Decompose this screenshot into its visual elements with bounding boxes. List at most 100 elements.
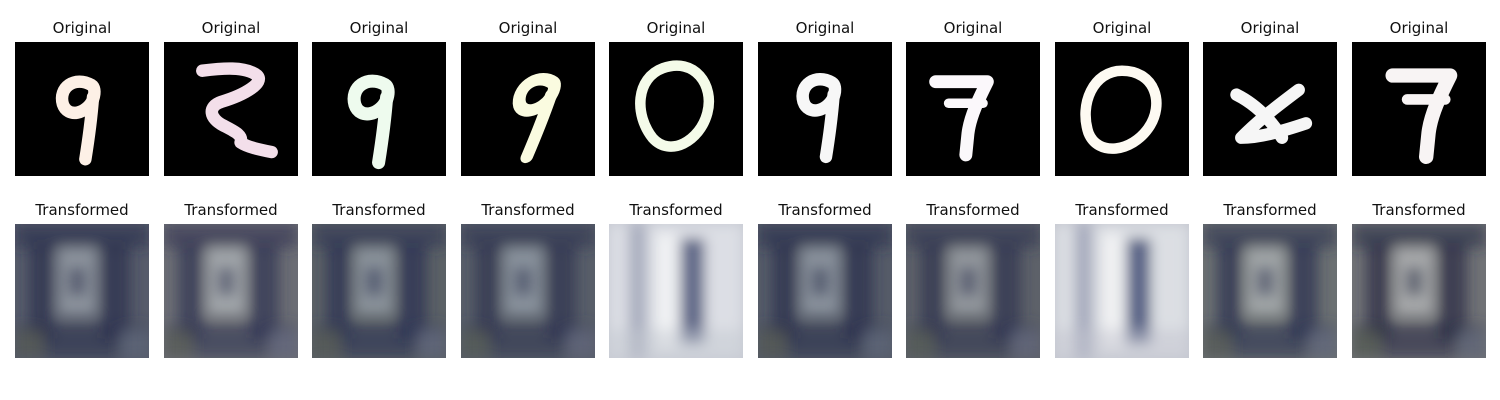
texture-patch: [1404, 267, 1424, 296]
panel-background: [164, 42, 298, 176]
digit-stroke: [796, 73, 842, 117]
panel-background: [1055, 42, 1189, 176]
digit-glyph: [1080, 65, 1162, 154]
original-image: [312, 42, 446, 176]
texture-patch: [101, 243, 130, 339]
texture-patch: [906, 329, 935, 358]
digit-stroke: [372, 90, 394, 170]
texture-patch: [475, 243, 500, 339]
original-image: [1203, 42, 1337, 176]
transformed-panel-title: Transformed: [629, 201, 723, 219]
transformed-panel-title: Transformed: [1223, 201, 1317, 219]
texture-patch: [844, 243, 873, 339]
digit-stroke: [1235, 83, 1313, 144]
digit-glyph: [796, 73, 842, 164]
transformed-panel-title: Transformed: [332, 201, 426, 219]
texture-patch: [566, 329, 595, 358]
texture-patch: [992, 243, 1021, 339]
texture-patch: [958, 267, 978, 296]
digit-glyph: [196, 62, 278, 159]
transformed-image: [1203, 224, 1337, 358]
transformed-panel-title: Transformed: [1372, 201, 1466, 219]
texture-patch: [164, 329, 193, 358]
blurred-texture: [1203, 224, 1337, 358]
texture-patch: [906, 224, 1040, 248]
transformed-image-svg: [1352, 224, 1486, 358]
digit-stroke: [819, 88, 840, 164]
texture-patch: [164, 224, 298, 248]
texture-patch: [920, 243, 945, 339]
blurred-texture: [312, 224, 446, 358]
texture-patch: [1255, 267, 1275, 296]
transformed-image: [312, 224, 446, 358]
transformed-image: [1352, 224, 1486, 358]
transformed-image: [164, 224, 298, 358]
texture-patch: [1438, 243, 1467, 339]
original-image-svg: [609, 42, 743, 176]
digit-glyph: [347, 74, 395, 170]
original-image-svg: [312, 42, 446, 176]
texture-patch: [810, 267, 830, 296]
texture-patch: [1011, 329, 1040, 358]
transformed-image: [461, 224, 595, 358]
original-panel-title: Original: [201, 19, 261, 37]
digit-glyph: [512, 73, 561, 164]
original-image: [906, 42, 1040, 176]
transformed-image: [15, 224, 149, 358]
blurred-texture: [1055, 224, 1189, 358]
texture-patch: [1366, 243, 1391, 339]
blurred-texture: [15, 224, 149, 358]
original-panel-title: Original: [795, 19, 855, 37]
texture-patch: [461, 224, 595, 248]
transformed-image-svg: [758, 224, 892, 358]
texture-patch: [656, 233, 676, 349]
original-image: [609, 42, 743, 176]
original-image: [461, 42, 595, 176]
texture-patch: [250, 243, 279, 339]
original-panel-title: Original: [943, 19, 1003, 37]
blurred-texture: [1352, 224, 1486, 358]
texture-patch: [29, 243, 54, 339]
texture-patch: [1126, 238, 1151, 344]
original-image-svg: [461, 42, 595, 176]
texture-patch: [1203, 224, 1337, 248]
transformed-panel-title: Transformed: [184, 201, 278, 219]
texture-patch: [120, 329, 149, 358]
texture-patch: [1457, 329, 1486, 358]
original-image-svg: [758, 42, 892, 176]
texture-patch: [1217, 243, 1242, 339]
texture-patch: [216, 267, 236, 296]
transformed-image: [609, 224, 743, 358]
texture-patch: [269, 329, 298, 358]
digit-glyph: [55, 75, 101, 166]
texture-patch: [461, 329, 490, 358]
texture-patch: [758, 329, 787, 358]
transformed-image: [758, 224, 892, 358]
transformed-panel-title: Transformed: [778, 201, 872, 219]
transformed-panel-title: Transformed: [1075, 201, 1169, 219]
original-image-svg: [1203, 42, 1337, 176]
digit-stroke: [79, 90, 100, 166]
texture-patch: [364, 267, 384, 296]
original-panel-title: Original: [349, 19, 409, 37]
transformed-image: [1055, 224, 1189, 358]
original-image: [1352, 42, 1486, 176]
transformed-panel-title: Transformed: [35, 201, 129, 219]
texture-patch: [1289, 243, 1318, 339]
texture-patch: [609, 329, 743, 358]
original-image-svg: [164, 42, 298, 176]
texture-patch: [758, 224, 892, 248]
texture-patch: [1352, 329, 1381, 358]
texture-patch: [680, 238, 705, 344]
digit-stroke: [635, 60, 714, 152]
texture-patch: [15, 329, 44, 358]
original-panel-title: Original: [1240, 19, 1300, 37]
transformed-image-svg: [906, 224, 1040, 358]
blurred-texture: [906, 224, 1040, 358]
original-image-svg: [1055, 42, 1189, 176]
texture-patch: [547, 243, 576, 339]
transformed-image-svg: [1055, 224, 1189, 358]
digit-stroke: [512, 73, 561, 117]
digit-glyph: [1385, 68, 1458, 165]
